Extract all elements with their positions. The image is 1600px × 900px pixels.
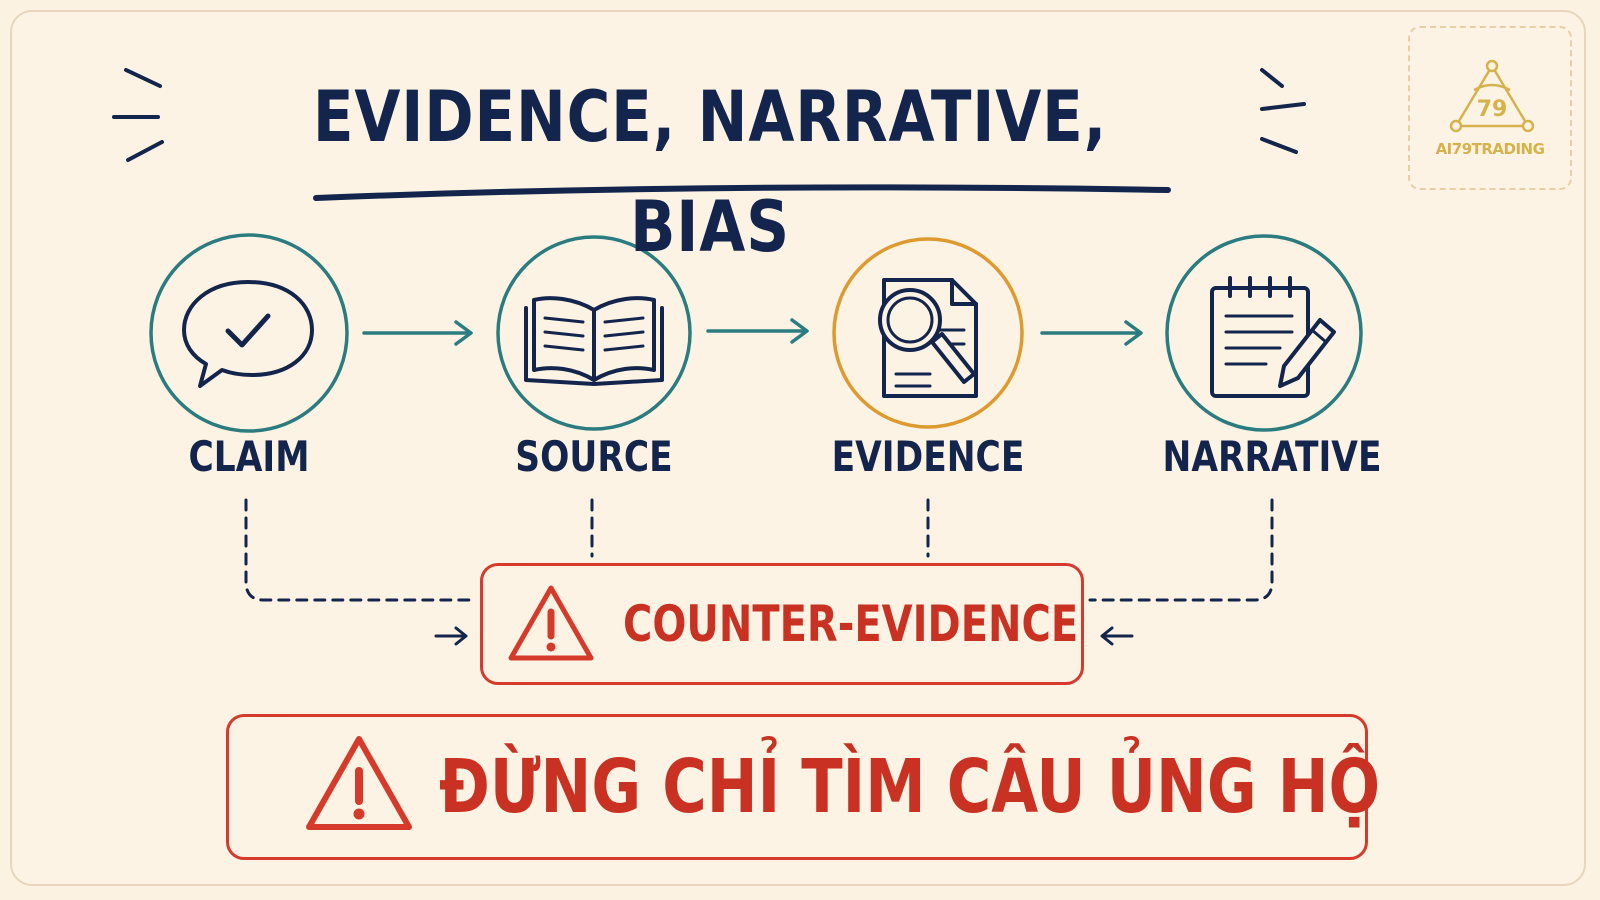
notepad-pencil-icon xyxy=(1210,276,1336,398)
magnifier-document-icon xyxy=(878,278,978,398)
logo-text: AI79TRADING xyxy=(1435,140,1545,158)
title-spark-left xyxy=(124,68,162,88)
node-circle-narrative xyxy=(1165,234,1363,432)
title-underline xyxy=(313,184,1171,201)
logo-number: 79 xyxy=(1477,97,1508,122)
arrow-evidence-to-narrative xyxy=(1040,320,1143,346)
dashed-line-narrative xyxy=(1088,498,1274,602)
title-spark-right xyxy=(1260,137,1298,154)
page-title: EVIDENCE, NARRATIVE, BIAS xyxy=(312,76,1108,268)
arrow-claim-to-source xyxy=(362,320,473,346)
warning-banner: ĐỪNG CHỈ TÌM CÂU ỦNG HỘ xyxy=(226,714,1380,860)
small-arrow-left xyxy=(434,626,468,646)
small-arrow-right xyxy=(1100,626,1134,646)
warning-triangle-icon xyxy=(508,585,594,661)
counter-evidence-label: COUNTER-EVIDENCE xyxy=(623,595,1079,653)
title-spark-right xyxy=(1260,102,1306,111)
speech-bubble-check-icon xyxy=(182,280,314,388)
logo: 79 AI79TRADING xyxy=(1408,26,1572,190)
node-label-evidence: EVIDENCE xyxy=(831,432,1025,481)
open-book-icon xyxy=(524,296,664,386)
node-label-source: SOURCE xyxy=(515,432,673,481)
title-spark-right xyxy=(1260,68,1284,88)
node-label-claim: CLAIM xyxy=(188,432,310,481)
logo-mark-icon: 79 xyxy=(1449,59,1535,133)
warning-label: ĐỪNG CHỈ TÌM CÂU ỦNG HỘ xyxy=(439,744,1381,830)
warning-triangle-icon xyxy=(306,736,412,830)
title-spark-left xyxy=(126,140,164,162)
node-circle-evidence xyxy=(832,237,1024,429)
node-circle-claim xyxy=(149,233,349,433)
node-label-narrative: NARRATIVE xyxy=(1162,432,1382,481)
node-circle-source xyxy=(496,235,692,431)
dashed-line-claim xyxy=(244,498,476,602)
arrow-source-to-evidence xyxy=(706,318,809,344)
counter-evidence-box: COUNTER-EVIDENCE xyxy=(480,563,1084,685)
